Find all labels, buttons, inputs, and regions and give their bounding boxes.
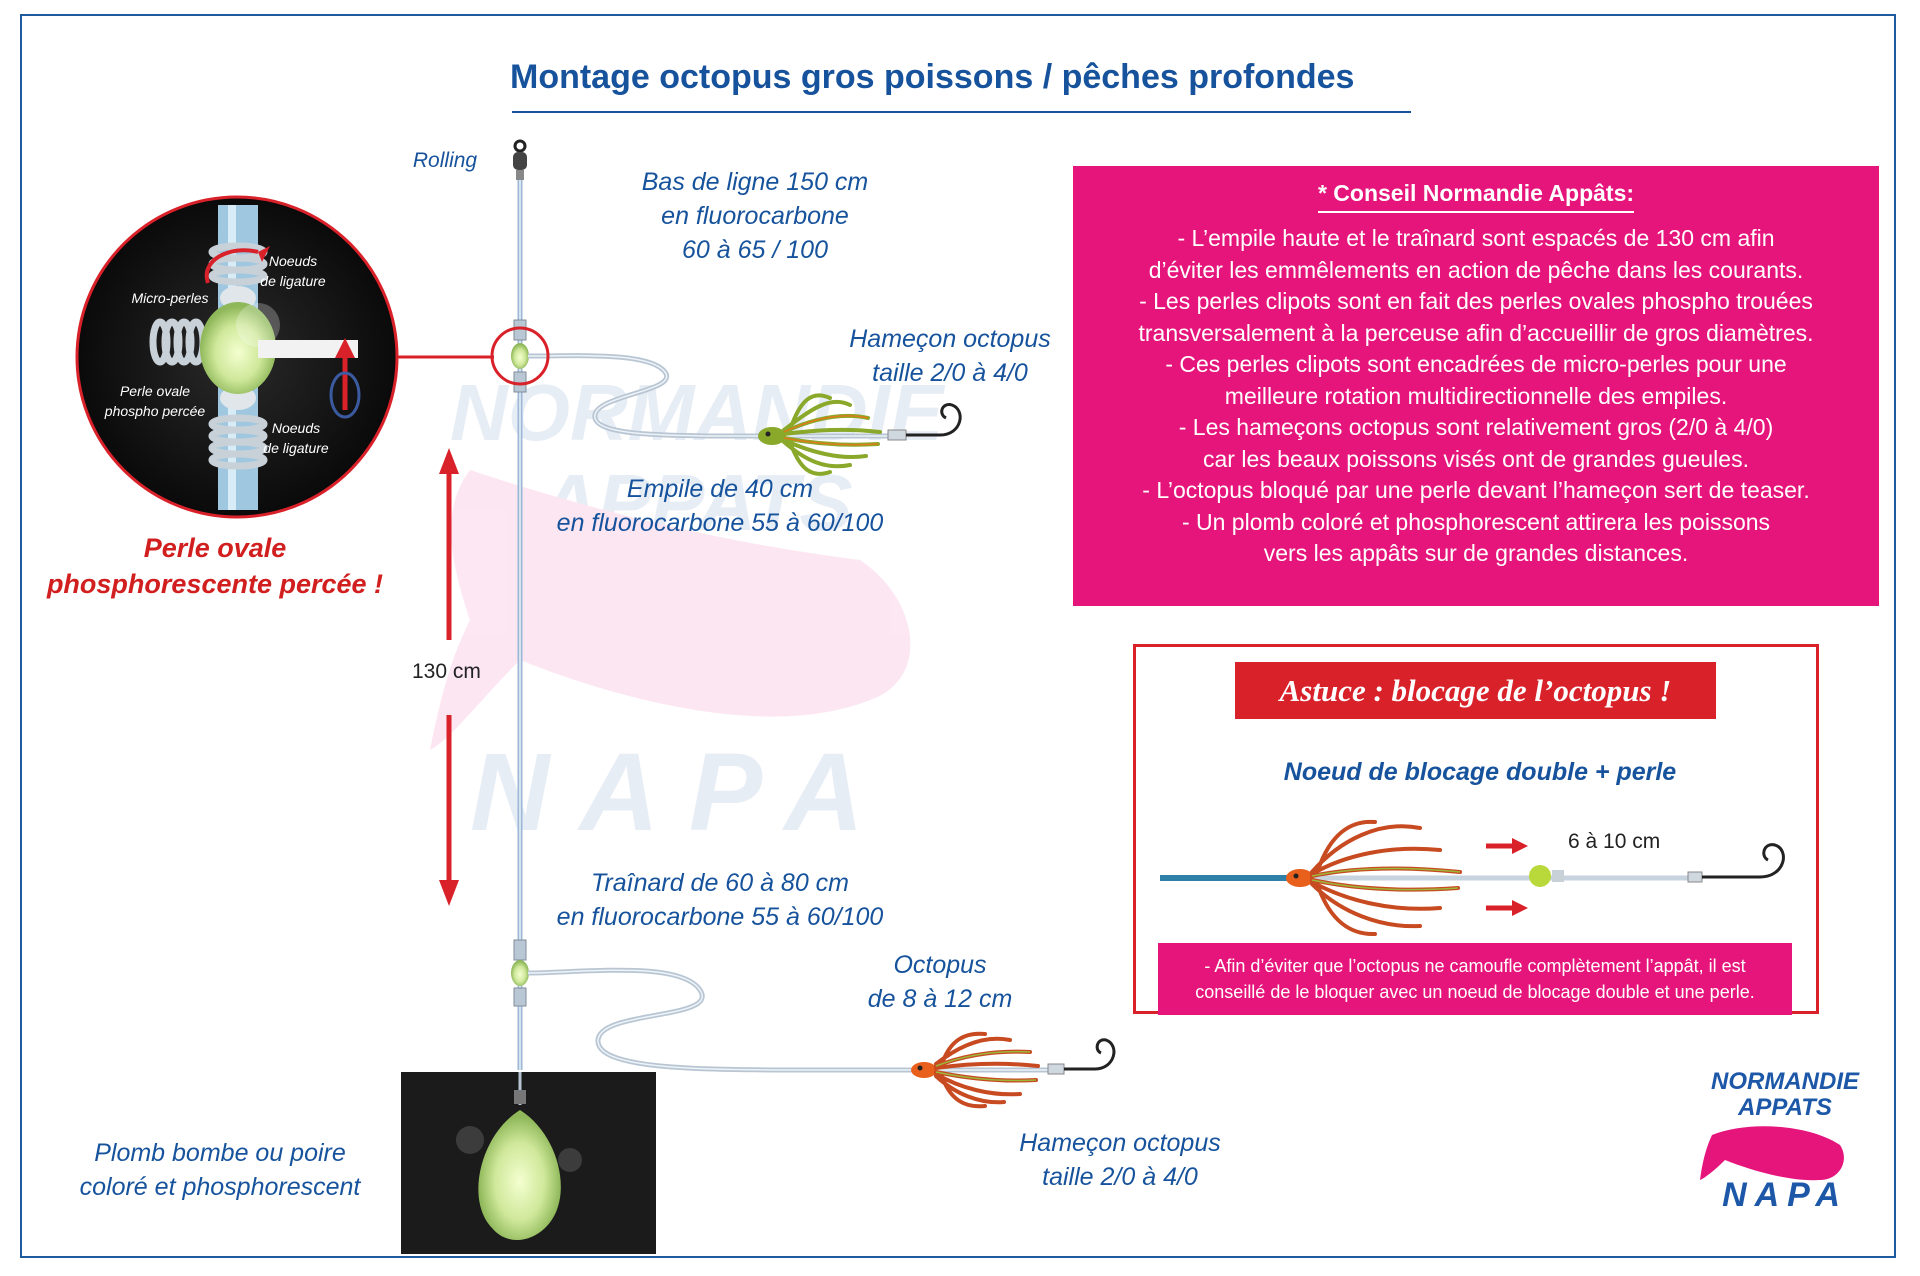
- empile-label: Empile de 40 cm en fluorocarbone 55 à 60…: [540, 472, 900, 540]
- empile-line-1: Empile de 40 cm: [626, 475, 814, 503]
- conseil-line: - L’empile haute et le traînard sont esp…: [1177, 225, 1775, 251]
- hook-top-label: Hameçon octopus taille 2/0 à 4/0: [840, 322, 1060, 390]
- hook-bottom-line-1: Hameçon octopus: [1019, 1129, 1221, 1157]
- watermark-fish: [430, 470, 911, 750]
- bas-de-ligne-line-3: 60 à 65 / 100: [682, 236, 828, 264]
- bas-de-ligne-line-2: en fluorocarbone: [661, 202, 849, 230]
- octopus-size-line-2: de 8 à 12 cm: [867, 985, 1013, 1013]
- hook-top-line-2: taille 2/0 à 4/0: [872, 359, 1028, 387]
- hook-bottom-line-2: taille 2/0 à 4/0: [1042, 1163, 1198, 1191]
- inset-label-noeuds-top-2: de ligature: [260, 273, 326, 289]
- inset-label-noeuds-bottom-1: Noeuds: [272, 420, 320, 436]
- conseil-line: d’éviter les emmêlements en action de pê…: [1148, 256, 1804, 283]
- inset-caption-line-2: phosphorescente percée !: [46, 569, 384, 599]
- conseil-line: - L’octopus bloqué par une perle devant …: [1142, 477, 1810, 503]
- lower-hook-icon: [1047, 1038, 1116, 1075]
- plomb-line-1: Plomb bombe ou poire: [94, 1139, 346, 1167]
- astuce-note: - Afin d’éviter que l’octopus ne camoufl…: [1158, 943, 1792, 1015]
- sinker-image: [401, 1072, 656, 1254]
- inset-caption: Perle ovale phosphorescente percée !: [30, 530, 400, 602]
- bas-de-ligne-label: Bas de ligne 150 cm en fluorocarbone 60 …: [605, 165, 905, 267]
- astuce-note-line-1: - Afin d’éviter que l’octopus ne camoufl…: [1204, 956, 1746, 976]
- outer-frame: [20, 14, 1896, 1258]
- bas-de-ligne-line-1: Bas de ligne 150 cm: [641, 168, 869, 196]
- conseil-panel: * Conseil Normandie Appâts: - L’empile h…: [1073, 166, 1879, 606]
- hook-top-line-1: Hameçon octopus: [849, 325, 1051, 353]
- conseil-line: - Les perles clipots sont en fait des pe…: [1139, 288, 1813, 314]
- watermark-text-1: NORMANDIE: [450, 368, 946, 457]
- conseil-line: transversalement à la perceuse afin d’ac…: [1138, 319, 1814, 346]
- rolling-label: Rolling: [412, 149, 478, 172]
- lower-octopus-lure: [911, 1031, 1040, 1109]
- astuce-heading: Astuce : blocage de l’octopus !: [1235, 662, 1716, 719]
- inset-caption-line-1: Perle ovale: [143, 533, 287, 563]
- conseil-line: vers les appâts sur de grandes distances…: [1263, 540, 1689, 566]
- octopus-size-label: Octopus de 8 à 12 cm: [845, 948, 1035, 1016]
- conseil-line: meilleure rotation multidirectionnelle d…: [1224, 382, 1728, 409]
- inset-label-noeuds-top-1: Noeuds: [269, 253, 317, 269]
- brand-logo: [1700, 1126, 1844, 1181]
- distance-arrow: [439, 448, 459, 906]
- astuce-note-line-2: conseillé de le bloquer avec un noeud de…: [1195, 982, 1755, 1002]
- conseil-line: - Ces perles clipots sont encadrées de m…: [1165, 351, 1787, 377]
- astuce-distance-label: 6 à 10 cm: [1568, 830, 1661, 853]
- distance-label: 130 cm: [412, 660, 481, 683]
- watermark-text-2: APPATS: [538, 458, 853, 547]
- octopus-size-line-1: Octopus: [893, 951, 987, 979]
- conseil-heading: * Conseil Normandie Appâts:: [1073, 180, 1879, 213]
- inset-label-noeuds-bottom-2: de ligature: [263, 440, 329, 456]
- page-title: Montage octopus gros poissons / pêches p…: [510, 58, 1355, 96]
- rolling-swivel-icon: [513, 139, 527, 180]
- watermark-text-3: NAPA: [470, 731, 894, 854]
- hook-bottom-label: Hameçon octopus taille 2/0 à 4/0: [1010, 1126, 1230, 1194]
- lower-bead-assembly: [511, 939, 529, 1007]
- astuce-subtitle: Noeud de blocage double + perle: [1283, 758, 1677, 786]
- logo-line-3: NAPA: [1722, 1176, 1848, 1214]
- bead-detail-inset: [75, 195, 399, 519]
- upper-bead-assembly: [511, 319, 529, 393]
- inset-label-perle-ovale-1: Perle ovale: [120, 383, 190, 399]
- inset-label-perle-ovale-2: phospho percée: [104, 403, 206, 419]
- trainard-line-2: en fluorocarbone 55 à 60/100: [556, 903, 884, 931]
- logo-line-2: APPATS: [1738, 1094, 1832, 1121]
- logo-line-1: NORMANDIE: [1711, 1068, 1859, 1095]
- plomb-label: Plomb bombe ou poire coloré et phosphore…: [60, 1136, 380, 1204]
- trainard-label: Traînard de 60 à 80 cm en fluorocarbone …: [540, 866, 900, 934]
- watermark: NORMANDIE APPATS NAPA: [430, 368, 946, 854]
- inset-label-micro-perles: Micro-perles: [131, 290, 208, 306]
- trainard-line-1: Traînard de 60 à 80 cm: [590, 869, 849, 897]
- upper-hook-icon: [887, 403, 962, 441]
- upper-octopus-lure: [758, 393, 882, 476]
- title-underline: [512, 111, 1411, 113]
- conseil-line: - Les hameçons octopus sont relativement…: [1178, 414, 1774, 440]
- empile-line-2: en fluorocarbone 55 à 60/100: [556, 509, 884, 537]
- conseil-line: - Un plomb coloré et phosphorescent atti…: [1181, 508, 1771, 535]
- bead-highlight-circle: [490, 326, 550, 386]
- plomb-line-2: coloré et phosphorescent: [79, 1173, 361, 1201]
- conseil-line: car les beaux poissons visés ont de gran…: [1203, 445, 1749, 472]
- blocking-knot-diagram: [1160, 819, 1785, 937]
